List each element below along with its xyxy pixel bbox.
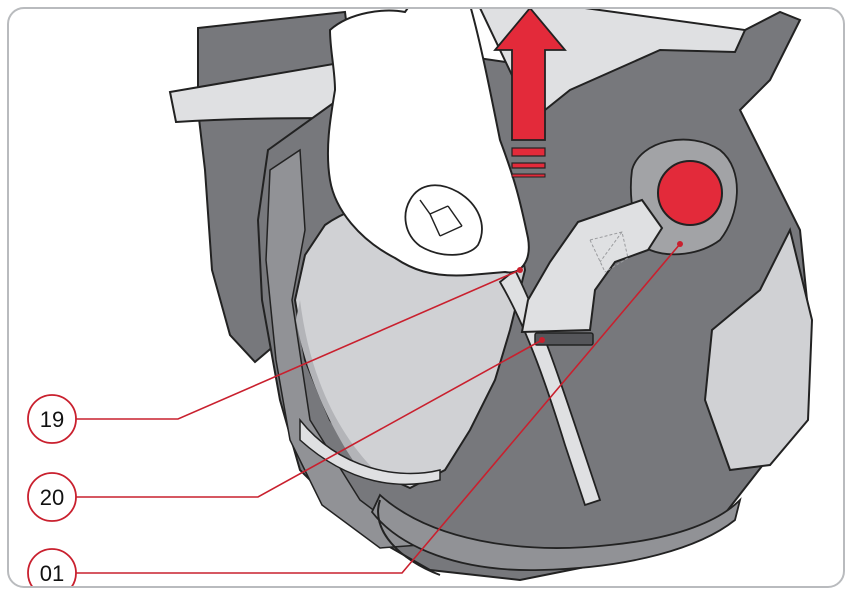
callout-19: 19 [28,395,76,443]
callout-01: 01 [28,549,76,595]
callout-20-label: 20 [40,485,64,510]
leader-dot-01 [677,241,683,247]
callout-01-label: 01 [40,561,64,586]
callout-19-label: 19 [40,407,64,432]
callout-20: 20 [28,473,76,521]
leader-dot-20 [539,337,545,343]
release-button [658,161,722,225]
leader-dot-19 [517,267,523,273]
